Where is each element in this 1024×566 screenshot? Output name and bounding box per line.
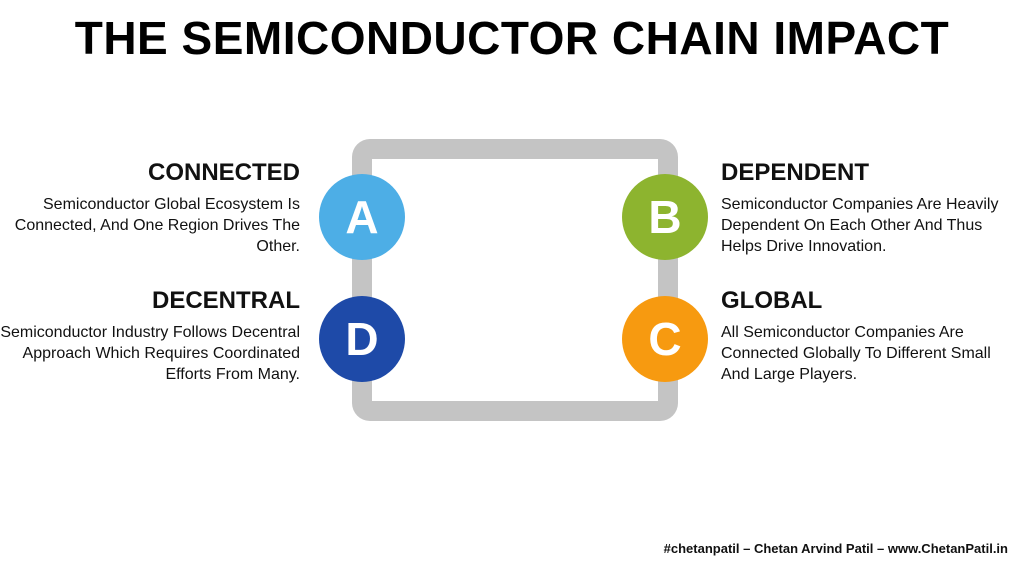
block-global: GLOBAL All Semiconductor Companies Are C… [721, 288, 1021, 385]
block-dependent: DEPENDENT Semiconductor Companies Are He… [721, 160, 1021, 257]
text-dependent: Semiconductor Companies Are Heavily Depe… [721, 196, 999, 255]
chain-frame [352, 139, 678, 421]
text-connected: Semiconductor Global Ecosystem Is Connec… [14, 196, 300, 255]
heading-decentral: DECENTRAL [152, 287, 300, 314]
circle-a: A [319, 174, 405, 260]
heading-dependent: DEPENDENT [721, 159, 870, 186]
circle-d: D [319, 296, 405, 382]
text-global: All Semiconductor Companies Are Connecte… [721, 324, 991, 383]
block-connected: CONNECTED Semiconductor Global Ecosystem… [0, 160, 300, 257]
page-title: THE SEMICONDUCTOR CHAIN IMPACT [74, 12, 950, 64]
circle-c: C [622, 296, 708, 382]
text-decentral: Semiconductor Industry Follows Decentral… [0, 324, 300, 383]
footer-credit: #chetanpatil – Chetan Arvind Patil – www… [663, 541, 1008, 556]
heading-global: GLOBAL [721, 287, 823, 314]
heading-connected: CONNECTED [147, 159, 300, 186]
block-decentral: DECENTRAL Semiconductor Industry Follows… [0, 288, 300, 385]
circle-b: B [622, 174, 708, 260]
